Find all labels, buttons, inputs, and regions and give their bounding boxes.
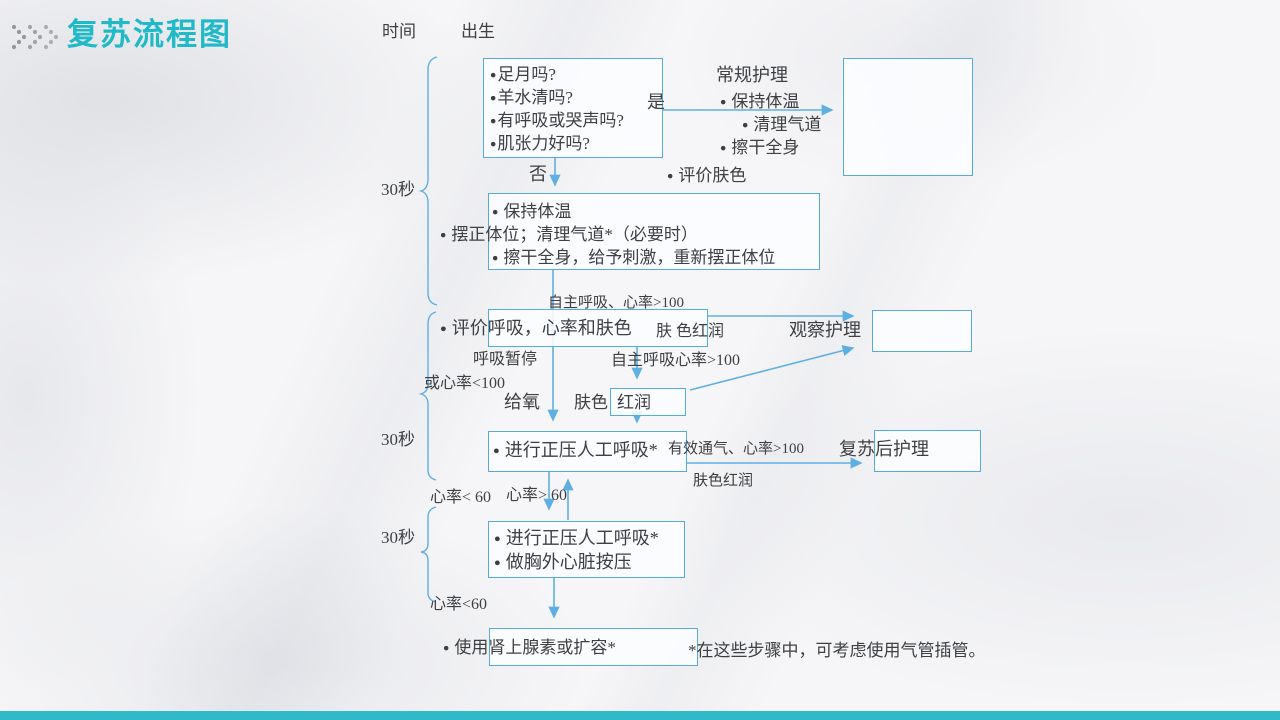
- skin-pink-prefix: 肤色: [574, 393, 608, 412]
- observe-care-endbox: [872, 310, 972, 352]
- initial-step-item: 擦干全身，给予刺激，重新摆正体位: [492, 247, 775, 268]
- birth-label: 出生: [461, 22, 495, 41]
- assessment-item: 羊水清吗?: [490, 87, 573, 108]
- ppv-compressions-item: 进行正压人工呼吸*: [494, 527, 659, 550]
- edge-label-hr-lt60: 心率< 60: [430, 489, 492, 506]
- time-bracket-label: 30秒: [381, 430, 415, 449]
- skin-pink-box: [610, 388, 686, 416]
- initial-step-item: 摆正体位；清理气道*（必要时）: [440, 224, 698, 245]
- time-braces: [418, 56, 438, 603]
- epinephrine-label: 使用肾上腺素或扩容*: [443, 637, 616, 658]
- edge-label-or-hr-lt100: 或心率<100: [424, 375, 506, 392]
- evaluate-label: 评价呼吸，心率和肤色: [440, 317, 632, 340]
- edge-label-spont-hr100: 自主呼吸心率>100: [611, 352, 741, 369]
- assessment-item: 有呼吸或哭声吗?: [490, 110, 624, 131]
- chevrons-icon: [11, 24, 59, 50]
- time-bracket-label: 30秒: [381, 180, 415, 199]
- edge-label-hr-lt60-2: 心率<60: [430, 596, 488, 613]
- footnote: *在这些步骤中，可考虑使用气管插管。: [688, 641, 986, 660]
- edge-label-skin-pink-2: 肤色红润: [693, 473, 754, 489]
- page-title: 复苏流程图: [67, 17, 232, 52]
- routine-care-item: 保持体温: [720, 91, 799, 112]
- time-bracket-label: 30秒: [381, 528, 415, 547]
- edge-label-give-oxygen: 给氧: [504, 392, 540, 412]
- routine-care-item: 清理气道: [742, 114, 821, 135]
- skin-pink-boxed: 红润: [617, 393, 651, 412]
- routine-care-title: 常规护理: [716, 65, 788, 85]
- post-resus-box: [874, 430, 981, 472]
- routine-care-item: 评价肤色: [667, 165, 746, 186]
- initial-step-item: 保持体温: [492, 201, 571, 222]
- ppv-compressions-item: 做胸外心脏按压: [494, 551, 632, 574]
- assessment-item: 足月吗?: [490, 64, 556, 85]
- time-label: 时间: [382, 22, 416, 41]
- footer-accent-bar: [0, 711, 1280, 720]
- post-resus-label: 复苏后护理: [839, 439, 929, 459]
- routine-care-item: 擦干全身: [720, 137, 799, 158]
- assessment-item: 肌张力好吗?: [490, 133, 590, 154]
- edge-label-apnea: 呼吸暂停: [473, 351, 538, 368]
- ppv-label: 进行正压人工呼吸*: [493, 439, 658, 462]
- edge-label-effective-vent: 有效通气、心率>100: [668, 441, 804, 457]
- routine-care-endbox: [843, 58, 973, 176]
- yes-branch-label: 是: [647, 92, 665, 112]
- edge-label-skin-pink: 肤 色红润: [656, 323, 725, 340]
- observe-care-label: 观察护理: [789, 320, 861, 340]
- no-branch-label: 否: [529, 164, 547, 184]
- edge-label-spont-breath-hr100: 自主呼吸、心率>100: [548, 295, 684, 311]
- edge-label-hr-gt60: 心率> 60: [506, 487, 568, 504]
